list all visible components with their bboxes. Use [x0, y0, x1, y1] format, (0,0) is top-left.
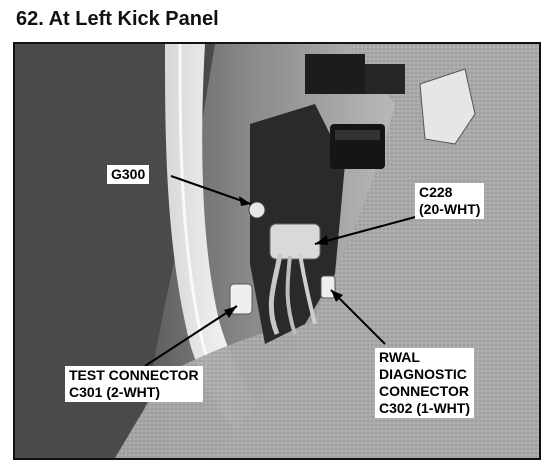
callout-rwal-line-1: RWAL [379, 349, 420, 365]
callout-c228-line-1: C228 [419, 184, 453, 200]
callout-test-connector-line-2: C301 (2-WHT) [69, 384, 161, 400]
callout-rwal-line-2: DIAGNOSTIC [379, 366, 467, 382]
callout-g300: G300 [107, 165, 150, 184]
kick-panel-photo: G300 C228 (20-WHT) TEST CONNECTOR C301 (… [13, 42, 541, 460]
callout-rwal: RWAL DIAGNOSTIC CONNECTOR C302 (1-WHT) [375, 348, 475, 418]
page-title: 62. At Left Kick Panel [16, 8, 219, 30]
kick-panel-photo-drawing [15, 44, 539, 458]
callout-c228-line-2: (20-WHT) [419, 201, 481, 217]
callout-test-connector: TEST CONNECTOR C301 (2-WHT) [65, 366, 203, 402]
callout-c228: C228 (20-WHT) [415, 183, 485, 219]
callout-rwal-line-3: CONNECTOR [379, 383, 469, 399]
callout-rwal-line-4: C302 (1-WHT) [379, 400, 471, 416]
callout-test-connector-line-1: TEST CONNECTOR [69, 367, 199, 383]
callout-g300-label: G300 [111, 166, 146, 182]
